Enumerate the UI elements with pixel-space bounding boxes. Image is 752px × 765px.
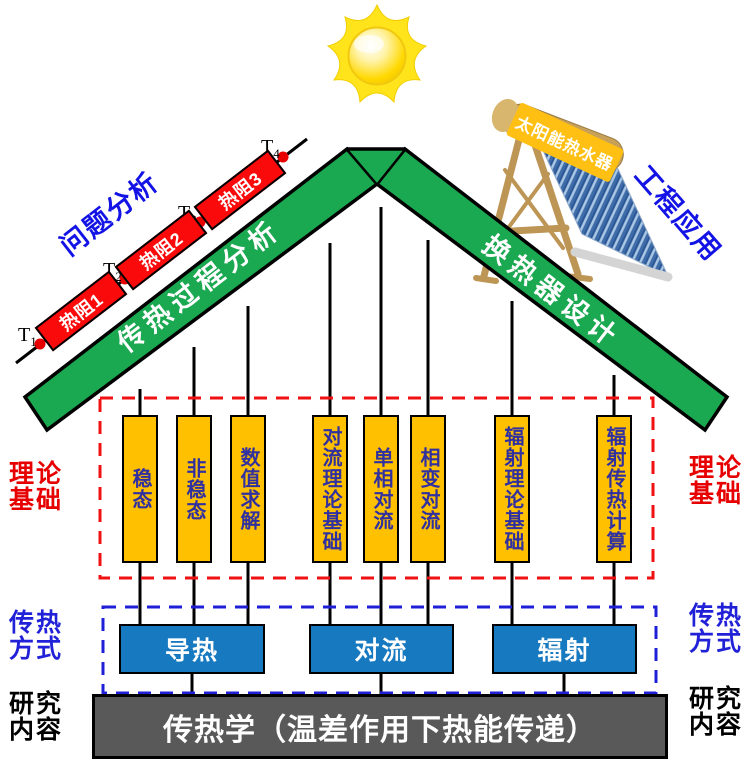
theory-bar-steady: 稳态: [122, 415, 158, 563]
side-label-line: 研究: [8, 690, 63, 718]
side-label-line: 研究: [688, 685, 743, 713]
sun-core: [347, 26, 407, 86]
theory-side-label-right: 理论 基础: [686, 455, 746, 507]
t1-sub: 1: [30, 334, 37, 349]
temp-label-t1: T1: [18, 324, 37, 349]
bar-label: 数值求解: [237, 447, 259, 531]
roof-beams: [22, 146, 730, 433]
theory-bar-unsteady: 非稳态: [176, 415, 212, 563]
bar-label: 稳态: [129, 468, 151, 510]
theory-bar-phase-change: 相变对流: [410, 415, 446, 563]
mode-label: 辐射: [537, 637, 592, 665]
sun-highlight: [354, 35, 384, 53]
temp-node-dot: [277, 151, 289, 163]
bar-label: 辐射传热计算: [603, 426, 625, 552]
side-label-line: 方式: [8, 635, 63, 663]
side-label-line: 理论: [8, 460, 63, 488]
modes-side-label-right: 传热 方式: [686, 603, 746, 655]
side-label-line: 基础: [8, 486, 63, 514]
side-label-line: 内容: [688, 711, 743, 739]
modes-dashed-frame: [101, 605, 658, 695]
theory-bar-numerical: 数值求解: [230, 415, 266, 563]
bar-label: 相变对流: [417, 447, 439, 531]
bar-label: 非稳态: [183, 457, 205, 521]
t2-sub: 2: [115, 269, 122, 284]
roof-to-bar-lines: [138, 207, 616, 416]
mode-label: 导热: [164, 637, 219, 665]
side-label-line: 理论: [688, 454, 743, 482]
t4-sub: 4: [273, 146, 280, 161]
bar-label: 单相对流: [370, 447, 392, 531]
theory-bar-single-phase: 单相对流: [363, 415, 399, 563]
side-label-line: 方式: [688, 628, 743, 656]
bar-label: 辐射理论基础: [501, 426, 523, 552]
mode-box-conduction: 导热: [119, 624, 265, 674]
research-side-label-right: 研究 内容: [686, 686, 746, 738]
mode-box-convection: 对流: [309, 624, 454, 674]
research-title-box: 传热学（温差作用下热能传递）: [92, 694, 668, 759]
heater-bottom-rail: [570, 247, 673, 282]
research-side-label-left: 研究 内容: [6, 691, 66, 743]
side-label-line: 基础: [688, 480, 743, 508]
mode-box-radiation: 辐射: [492, 624, 637, 674]
temp-node-dot: [34, 338, 46, 350]
bar-label: 对流理论基础: [319, 426, 341, 552]
side-label-line: 传热: [688, 602, 743, 630]
theory-dashed-frame: [98, 396, 655, 580]
modes-side-label-left: 传热 方式: [6, 610, 66, 662]
side-label-line: 传热: [8, 609, 63, 637]
bar-to-mode-lines: [138, 562, 616, 626]
theory-bar-radiation-theory: 辐射理论基础: [494, 415, 530, 563]
theory-bar-radiation-calc: 辐射传热计算: [596, 415, 632, 563]
side-label-line: 内容: [8, 716, 63, 744]
t1-base: T: [18, 324, 30, 346]
theory-bar-convection-theory: 对流理论基础: [312, 415, 348, 563]
mode-label: 对流: [354, 637, 409, 665]
theory-side-label-left: 理论 基础: [6, 461, 66, 513]
sun-icon: [326, 3, 428, 104]
research-title: 传热学（温差作用下热能传递）: [163, 713, 597, 747]
